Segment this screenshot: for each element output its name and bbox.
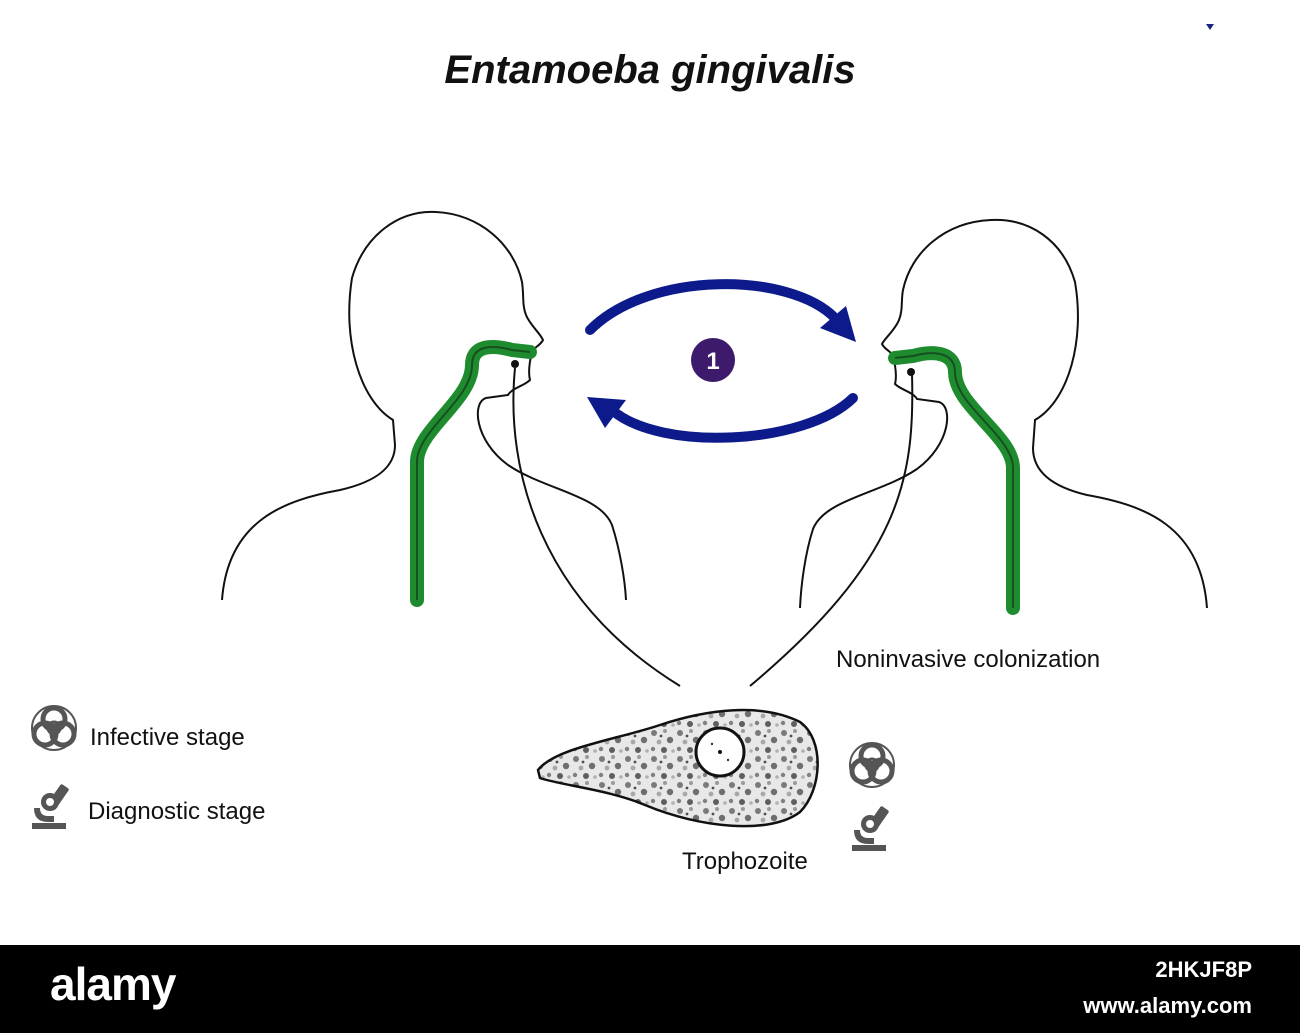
step-circle [691,338,735,382]
step-number: 1 [706,348,719,375]
right-mouth-point [907,368,915,376]
left-mouth-point [511,360,519,368]
biohazard-icon [32,706,76,750]
page-title: Entamoeba gingivalis [444,48,856,92]
watermark-image-id: 2HKJF8P [1155,957,1252,982]
connector-right [749,373,914,687]
colonization-label: Noninvasive colonization [836,646,1101,673]
watermark-site: www.alamy.com [1083,993,1252,1018]
legend-diagnostic-label: Diagnostic stage [88,798,266,825]
left-person-outline [221,210,627,601]
trophozoite-label: Trophozoite [682,848,808,875]
marker-triangle [1206,24,1214,30]
biohazard-icon [850,743,894,787]
right-person-outline [799,218,1208,609]
right-person [799,218,1208,615]
arrow-top [585,279,840,335]
connector-left [512,367,681,687]
watermark-footer: alamy 2HKJF8P www.alamy.com [0,945,1300,1033]
trophozoite-body [536,708,819,828]
left-person [221,210,627,607]
legend-infective-label: Infective stage [90,724,245,751]
microscope-icon [852,805,890,851]
lifecycle-canvas: 1 [0,210,1208,851]
arrow-top-head [820,306,856,342]
trophozoite [536,708,819,828]
microscope-icon [32,783,70,829]
watermark-brand: alamy [50,958,176,1010]
transmission-arrows [585,279,858,443]
arrow-bottom-head [587,397,626,428]
arrow-bottom [607,393,858,443]
